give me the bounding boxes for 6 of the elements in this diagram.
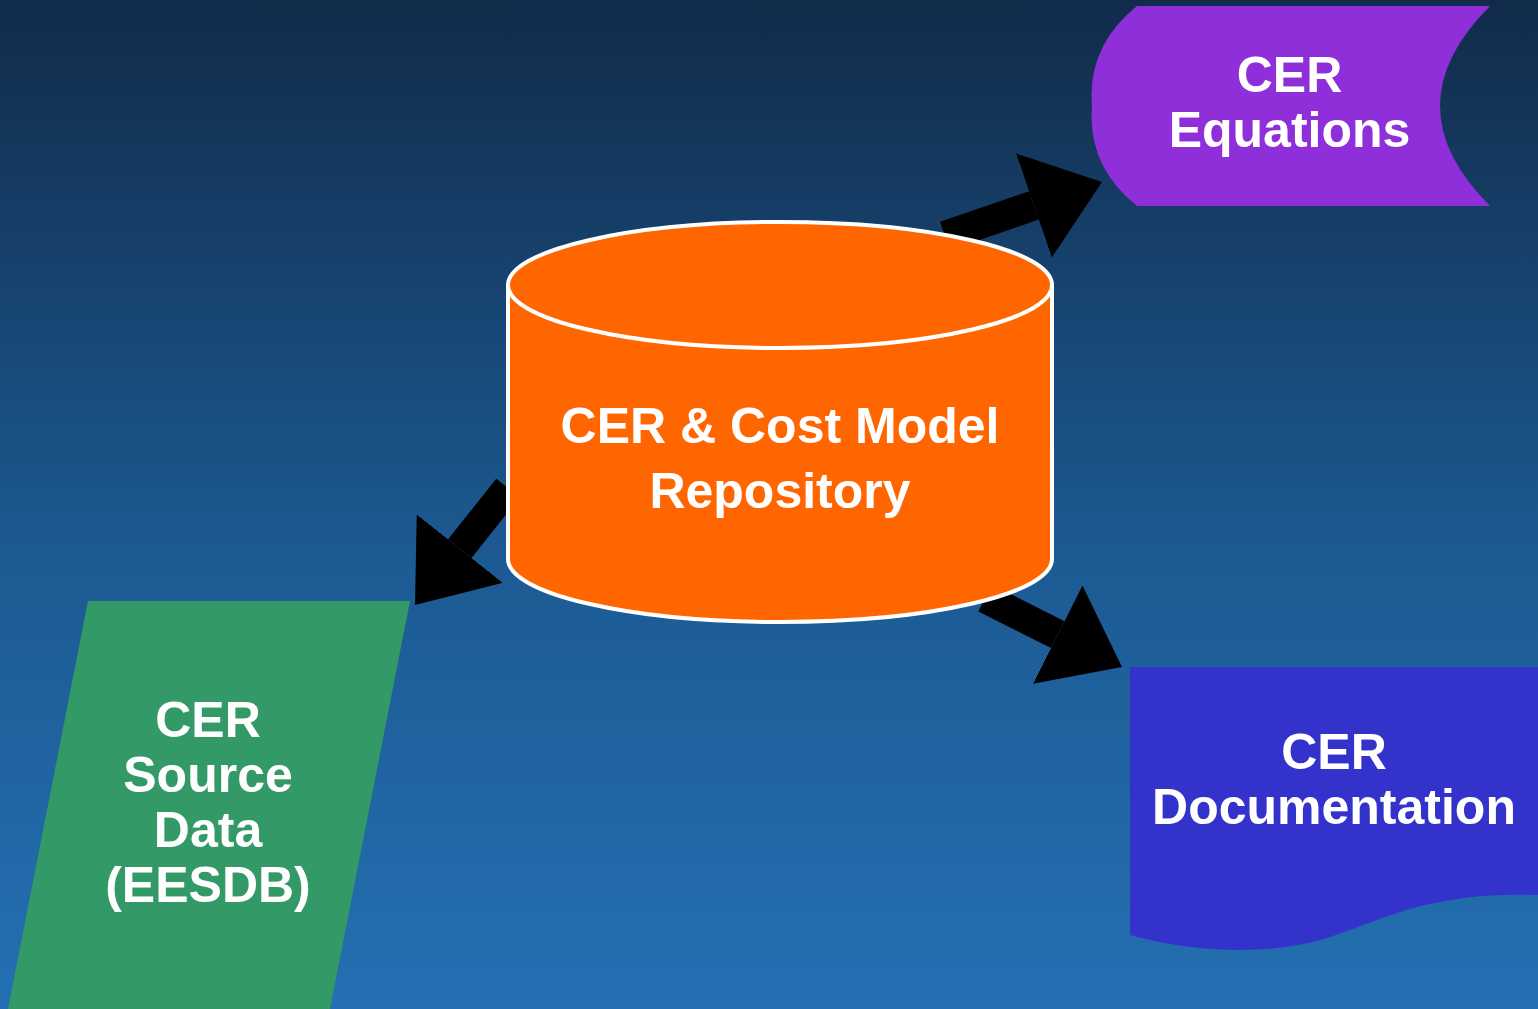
node-label: CER Documentation (1151, 725, 1517, 835)
node-label: CER Equations (1167, 48, 1412, 158)
node-label: CER & Cost Model Repository (559, 397, 1001, 521)
arrow (940, 153, 1102, 258)
node-label: CER Source Data (EESDB) (104, 693, 312, 913)
arrow (978, 584, 1122, 684)
